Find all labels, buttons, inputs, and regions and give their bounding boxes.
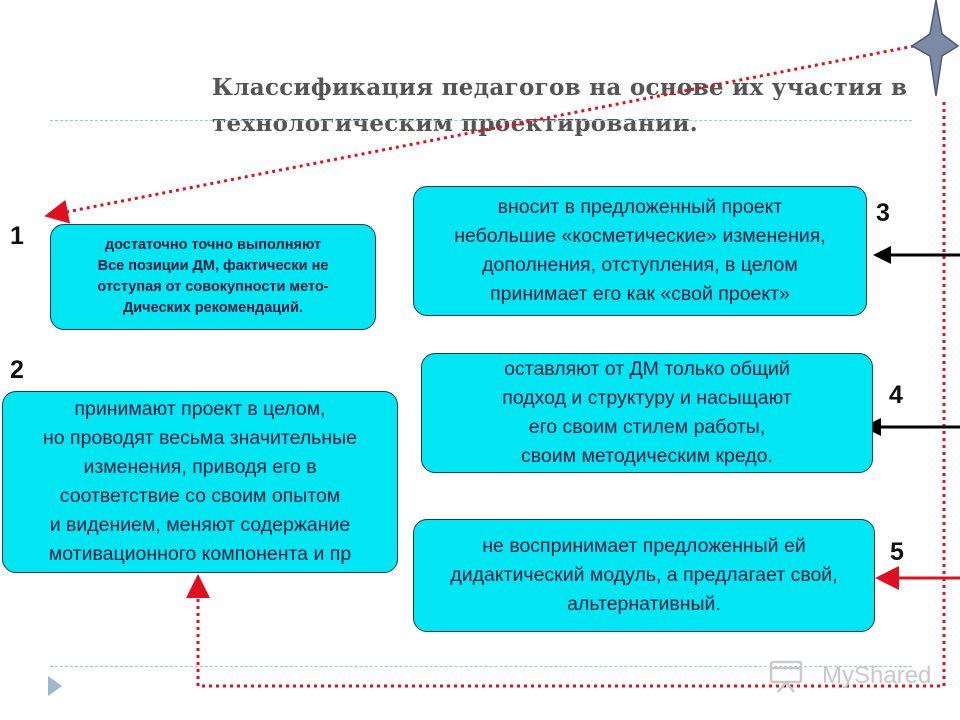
item-1-box: достаточно точно выполняют Все позиции Д…: [50, 224, 376, 330]
item-4-line: его своим стилем работы,: [528, 416, 766, 438]
item-5-line: дидактический модуль, а предлагает свой,: [450, 564, 838, 586]
play-triangle-icon: [48, 676, 62, 696]
item-3-line: небольшие «косметические» изменения,: [454, 225, 826, 247]
item-2-line: и видением, меняют содержание: [49, 514, 351, 536]
footer-divider: [50, 666, 912, 667]
item-3-number: 3: [876, 199, 890, 227]
item-3-box: вносит в предложенный проект небольшие «…: [413, 186, 867, 316]
title-line-1: Классификация педагогов на основе их уча…: [212, 74, 908, 101]
item-3-line: принимает его как «свой проект»: [490, 283, 790, 305]
item-3-line: вносит в предложенный проект: [497, 196, 783, 218]
item-5-box: не воспринимает предложенный ей дидактич…: [413, 519, 875, 632]
item-2-box: принимают проект в целом, но проводят ве…: [2, 391, 398, 573]
item-2-line: изменения, приводя его в: [83, 456, 317, 478]
item-1-line: Все позиции ДМ, фактически не: [97, 258, 329, 274]
item-1-line: достаточно точно выполняют: [104, 237, 322, 253]
title-divider: [50, 120, 912, 121]
item-4-line: своим методическим кредо.: [521, 445, 773, 467]
item-2-line: соответствие со своим опытом: [59, 485, 341, 507]
item-5-line: не воспринимает предложенный ей: [482, 535, 806, 557]
item-4-box: оставляют от ДМ только общий подход и ст…: [421, 353, 873, 473]
four-point-star-icon: [910, 0, 960, 97]
item-1-number: 1: [10, 222, 24, 250]
item-5-number: 5: [890, 538, 904, 566]
item-2-line: принимают проект в целом,: [74, 398, 326, 420]
dotted-arrow-to-item-1: [44, 44, 915, 224]
item-4-number: 4: [889, 381, 903, 409]
presentation-board-icon: [769, 660, 803, 693]
item-3-line: дополнения, отступления, в целом: [482, 254, 798, 276]
item-1-line: Дических рекомендаций.: [122, 300, 304, 316]
title-line-2: технологическим проектировании.: [212, 110, 698, 137]
item-4-line: оставляют от ДМ только общий: [504, 358, 790, 380]
item-4-line: подход и структуру и насыщают: [502, 387, 792, 409]
slide-title: Классификация педагогов на основе их уча…: [212, 70, 932, 142]
item-1-line: отступая от совокупности мето-: [97, 279, 329, 295]
dotted-loop-to-item-2: [186, 102, 946, 688]
item-2-line: мотивационного компонента и пр: [48, 543, 352, 565]
item-2-number: 2: [10, 356, 24, 384]
watermark-text: MyShared: [822, 662, 932, 689]
item-2-line: но проводят весьма значительные: [43, 427, 357, 449]
item-5-line: альтернативный.: [567, 593, 721, 615]
